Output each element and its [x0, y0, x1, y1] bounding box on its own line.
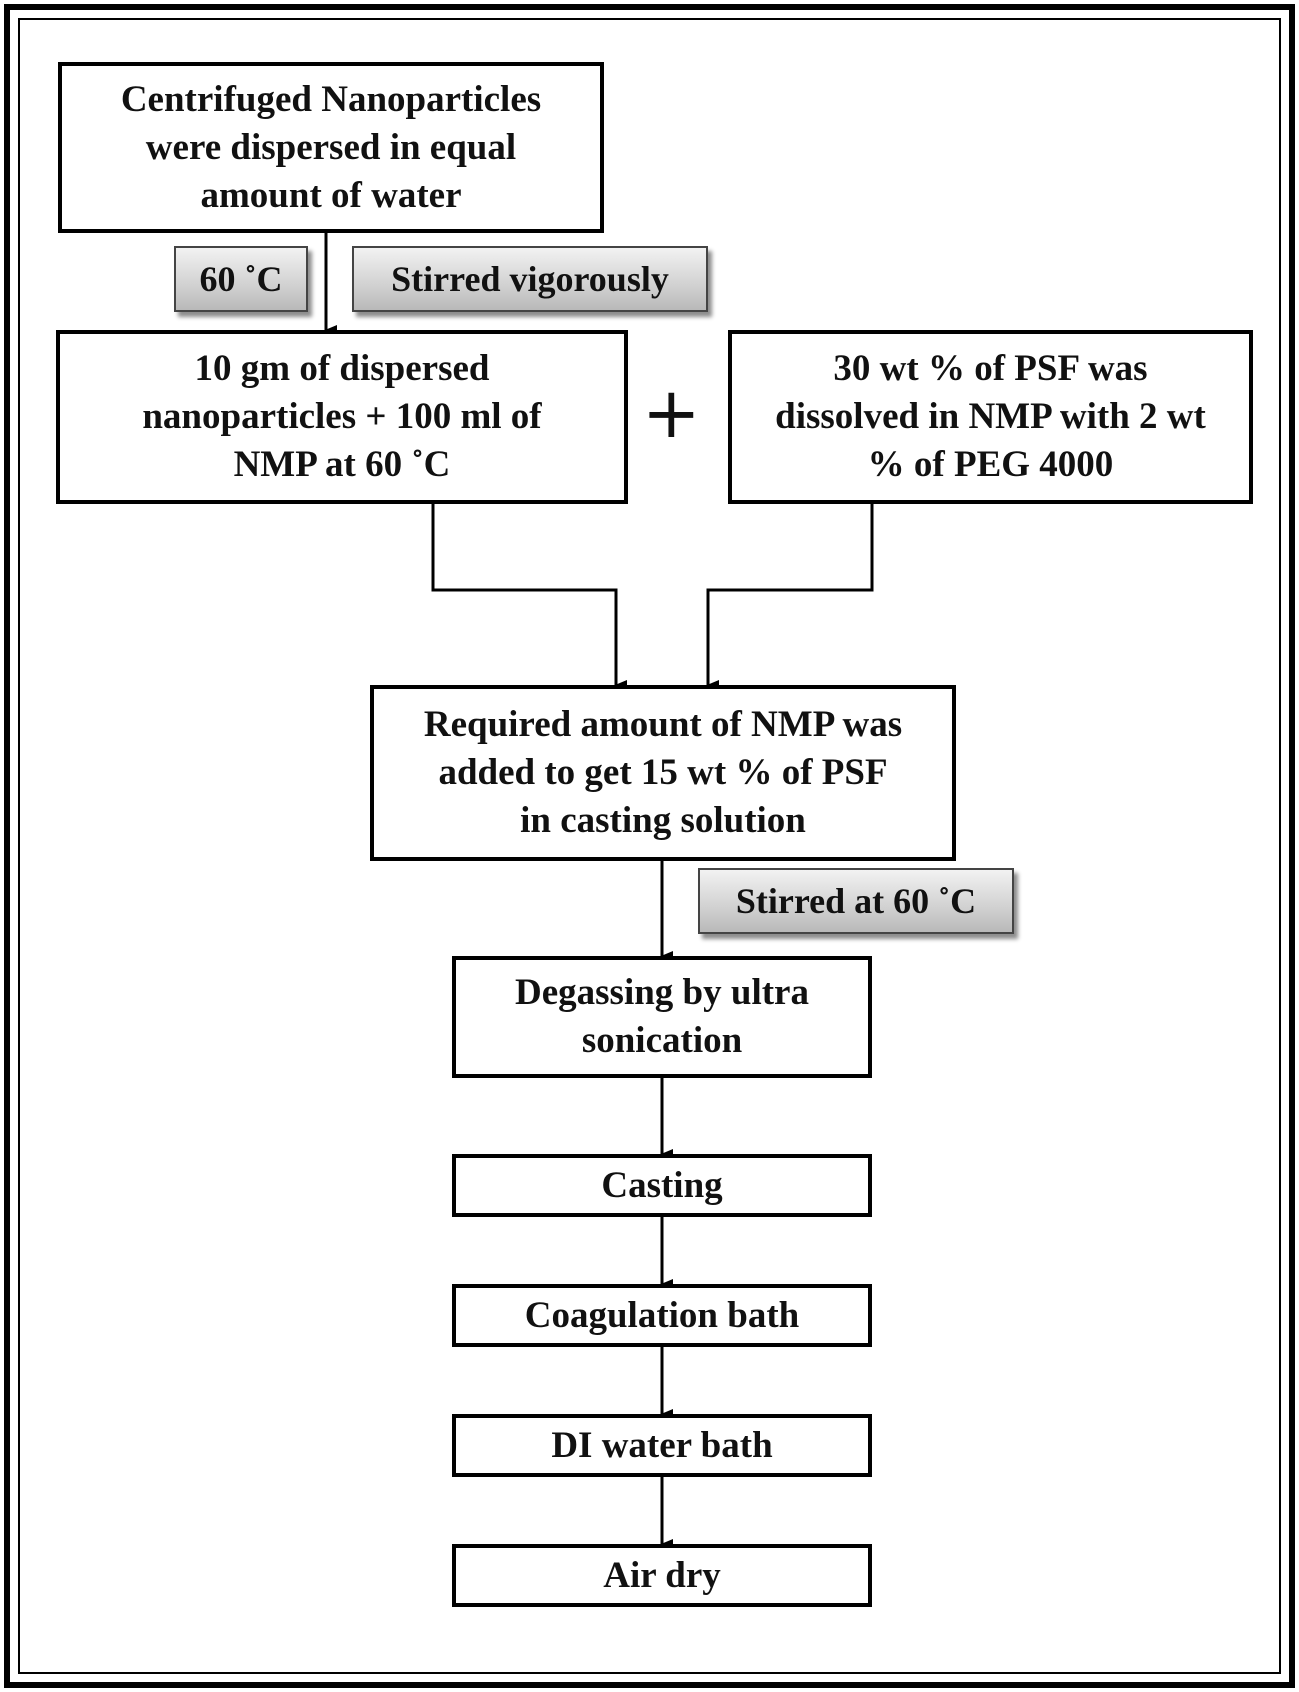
step-nanoparticle-nmp-mix: 10 gm of dispersed nanoparticles + 100 m… [56, 330, 628, 504]
step-label: 30 wt % of PSF was dissolved in NMP with… [775, 348, 1206, 485]
step-air-dry: Air dry [452, 1544, 872, 1607]
step-label: 10 gm of dispersed nanoparticles + 100 m… [142, 348, 542, 485]
step-disperse-nanoparticles: Centrifuged Nanoparticles were dispersed… [58, 62, 604, 233]
outer-border [4, 4, 1295, 1688]
step-label: Centrifuged Nanoparticles were dispersed… [120, 78, 542, 216]
step-label: DI water bath [551, 1424, 773, 1466]
arrow-step2-to-step4 [431, 504, 627, 690]
step-coagulation-bath: Coagulation bath [452, 1284, 872, 1347]
step-casting: Casting [452, 1154, 872, 1217]
step-psf-dissolution: 30 wt % of PSF was dissolved in NMP with… [728, 330, 1253, 504]
step-di-water-bath: DI water bath [452, 1414, 872, 1477]
condition-stirred-tag: Stirred at 60 ˚C [698, 868, 1014, 934]
step-degassing: Degassing by ultra sonication [452, 956, 872, 1078]
step-label: Required amount of NMP was added to get … [423, 704, 903, 841]
step-label: Air dry [603, 1554, 721, 1596]
step-label: Casting [601, 1164, 723, 1206]
condition-temperature-tag: 60 ˚C [174, 246, 308, 312]
inner-border [18, 18, 1281, 1674]
arrow-step3-to-step4 [706, 504, 874, 690]
step-label: Degassing by ultra sonication [515, 972, 809, 1061]
condition-stirring-tag: Stirred vigorously [352, 246, 708, 312]
step-add-nmp-casting-solution: Required amount of NMP was added to get … [370, 685, 956, 861]
plus-operator: + [642, 372, 701, 454]
step-label: Coagulation bath [524, 1294, 800, 1336]
